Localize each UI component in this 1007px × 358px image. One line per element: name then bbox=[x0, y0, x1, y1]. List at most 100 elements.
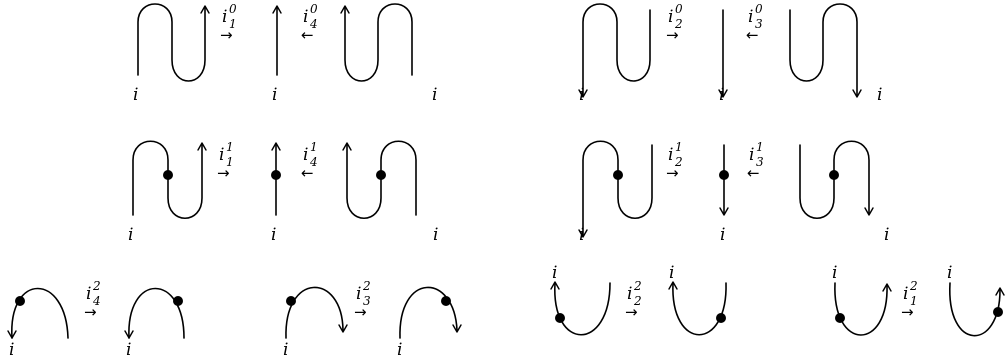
dot-marker bbox=[376, 170, 386, 180]
map-label-part: 0 bbox=[310, 2, 318, 16]
map-label-part: i bbox=[668, 7, 673, 27]
zigzag-strand-up-left: i bbox=[133, 3, 210, 105]
map-label-part: 1 bbox=[756, 140, 764, 154]
row-3: i i 2 4 → i i i 2 3 → bbox=[7, 263, 1005, 358]
map-label: i 0 1 → bbox=[220, 2, 237, 44]
straight-strand-down: i bbox=[718, 9, 728, 105]
map-label-part: ← bbox=[301, 164, 314, 182]
dot-marker bbox=[555, 313, 565, 323]
strand-label: i bbox=[579, 85, 584, 105]
map-label: i 2 2 → bbox=[625, 279, 642, 321]
dotted-cap-left-down: i bbox=[7, 287, 69, 358]
strand-label: i bbox=[433, 225, 438, 245]
map-label-part: 4 bbox=[309, 17, 318, 31]
map-label-part: → bbox=[625, 303, 638, 321]
dot-marker bbox=[613, 170, 623, 180]
strand-label: i bbox=[877, 85, 882, 105]
map-label: i 1 3 ← bbox=[747, 140, 764, 182]
map-label: i 2 3 → bbox=[354, 279, 371, 321]
strand-label: i bbox=[283, 340, 288, 358]
dot-marker bbox=[993, 307, 1003, 317]
strand-label: i bbox=[272, 85, 277, 105]
map-label-part: 3 bbox=[756, 155, 764, 169]
map-label-part: ← bbox=[301, 26, 314, 44]
map-label-part: 2 bbox=[633, 294, 642, 308]
map-label-part: i bbox=[749, 145, 754, 165]
dot-marker bbox=[173, 296, 183, 306]
row-1: i i 0 1 → i i 0 4 ← i i bbox=[133, 2, 882, 105]
map-label-part: → bbox=[217, 164, 230, 182]
map-label-part: 4 bbox=[309, 155, 318, 169]
dot-marker bbox=[441, 296, 451, 306]
map-label-part: 2 bbox=[92, 279, 101, 293]
map-label-part: 1 bbox=[675, 140, 683, 154]
map-label-part: 2 bbox=[909, 279, 918, 293]
map-label: i 1 2 → bbox=[666, 140, 683, 182]
map-label-part: i bbox=[219, 145, 224, 165]
dot-marker bbox=[835, 313, 845, 323]
dot-marker bbox=[829, 170, 839, 180]
map-label-part: i bbox=[222, 7, 227, 27]
map-label-part: 1 bbox=[910, 294, 918, 308]
dotted-zigzag-down-right: i bbox=[799, 140, 889, 245]
map-label-part: → bbox=[84, 303, 97, 321]
map-label-part: 2 bbox=[633, 279, 642, 293]
map-label: i 2 1 → bbox=[901, 279, 918, 321]
map-label-part: → bbox=[901, 303, 914, 321]
strand-label: i bbox=[397, 340, 402, 358]
dotted-straight-up: i bbox=[271, 142, 281, 245]
map-label-part: 0 bbox=[675, 2, 683, 16]
strand-label: i bbox=[9, 340, 14, 358]
dotted-cap-right-down: i bbox=[397, 286, 462, 358]
dotted-zigzag-up-right: i bbox=[342, 140, 438, 245]
map-label-part: i bbox=[668, 145, 673, 165]
strand-label: i bbox=[432, 85, 437, 105]
map-label: i 1 1 → bbox=[217, 140, 234, 182]
map-label-part: 2 bbox=[674, 155, 683, 169]
dotted-cup-right-dot: i bbox=[668, 263, 727, 336]
map-label-part: → bbox=[666, 26, 679, 44]
dot-marker bbox=[271, 170, 281, 180]
map-label-part: 2 bbox=[674, 17, 683, 31]
map-label-part: → bbox=[354, 303, 367, 321]
map-label-part: 0 bbox=[755, 2, 763, 16]
zigzag-strand-up-right: i bbox=[340, 3, 437, 105]
strand-label: i bbox=[832, 263, 837, 283]
dotted-cap-left-dot: i bbox=[283, 286, 348, 358]
map-label-part: 4 bbox=[92, 294, 101, 308]
dot-marker bbox=[286, 296, 296, 306]
map-label: i 0 2 → bbox=[666, 2, 683, 44]
map-label: i 0 3 ← bbox=[746, 2, 763, 44]
map-label-part: 1 bbox=[229, 17, 237, 31]
strand-label: i bbox=[271, 225, 276, 245]
map-label: i 2 4 → bbox=[84, 279, 101, 321]
dotted-cup-left-dot: i bbox=[832, 263, 892, 336]
straight-strand-up: i bbox=[272, 5, 282, 105]
zigzag-strand-down-left: i bbox=[578, 3, 651, 105]
map-label-part: 3 bbox=[363, 294, 371, 308]
strand-label: i bbox=[669, 263, 674, 283]
strand-label: i bbox=[579, 225, 584, 245]
dot-marker bbox=[716, 313, 726, 323]
map-label-part: ← bbox=[746, 26, 759, 44]
map-label-part: → bbox=[220, 26, 233, 44]
dot-marker bbox=[15, 296, 25, 306]
map-label-part: i bbox=[86, 284, 91, 304]
map-label-part: 1 bbox=[310, 140, 318, 154]
strand-label: i bbox=[719, 85, 724, 105]
dotted-straight-down: i bbox=[719, 144, 729, 245]
map-label-part: i bbox=[303, 145, 308, 165]
dotted-zigzag-down-left: i bbox=[578, 140, 653, 245]
map-label-part: 0 bbox=[229, 2, 237, 16]
strand-label: i bbox=[133, 85, 138, 105]
dotted-cup-right-up: i bbox=[947, 263, 1005, 337]
map-label: i 0 4 ← bbox=[301, 2, 318, 44]
dot-marker bbox=[719, 170, 729, 180]
map-label-part: i bbox=[356, 284, 361, 304]
zigzag-strand-down-right: i bbox=[789, 3, 882, 105]
strand-label: i bbox=[128, 225, 133, 245]
dotted-cap-right-dot: i bbox=[124, 287, 185, 358]
map-label-part: i bbox=[303, 7, 308, 27]
map-label-part: 1 bbox=[226, 140, 234, 154]
